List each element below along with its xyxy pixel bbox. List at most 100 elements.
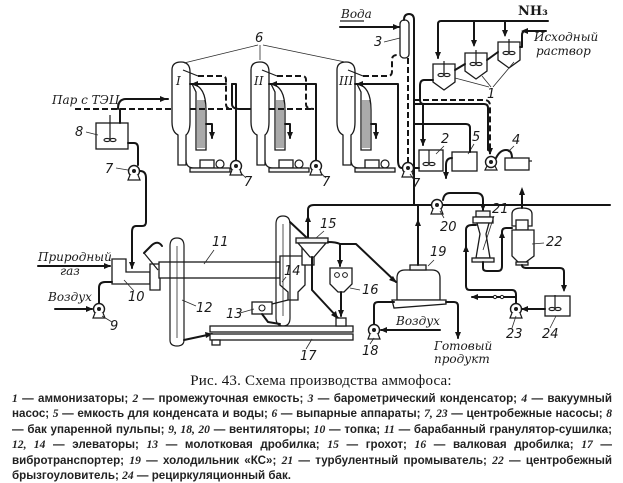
legend-item: 12, 14 — элеваторы; [12, 438, 147, 451]
intermediate-tank-2: 2 [413, 103, 449, 172]
legend-item: 24 — рециркуляционный бак. [122, 469, 291, 482]
legend-item-number: 12, 14 [12, 438, 46, 452]
legend-item-number: 8 [606, 407, 612, 421]
legend-item-text: — грохот; [338, 438, 415, 452]
furnace-10: Природный газ 10 [37, 250, 151, 305]
callout-5: 5 [472, 130, 480, 145]
legend-item-number: 1 [12, 392, 18, 405]
process-flow-diagram: Пар с ТЭЦ 8 7 I [37, 4, 611, 366]
legend-item: 7, 23 — центробежные насосы; [424, 407, 606, 420]
callout-22: 22 [546, 235, 563, 250]
callout-13: 13 [226, 307, 243, 322]
legend-item-text: — аммонизаторы; [17, 392, 133, 405]
callout-21: 21 [492, 202, 509, 217]
legend-item-number: 4 [521, 392, 528, 405]
callout-7-stage-II: 7 [322, 175, 331, 190]
legend-item: 1 — аммонизаторы; [12, 392, 133, 405]
legend-item: 5 — емкость для конденсата и воды; [53, 407, 272, 420]
legend-item: 9, 18, 20 — вентиляторы; [168, 423, 313, 436]
legend-item-number: 5 [52, 407, 59, 421]
legend-item-number: 6 [271, 407, 278, 421]
legend-item-number: 21 [281, 453, 294, 467]
elevator-14: 14 [275, 215, 307, 327]
stage-label-II: II [253, 74, 264, 88]
fan-9: Воздух 9 [47, 281, 118, 334]
legend-item: 13 — молотковая дробилка; [147, 438, 328, 451]
legend-item-text: — выпарные аппараты; [277, 407, 425, 421]
callout-23: 23 [506, 327, 523, 342]
legend-item-number: 16 [414, 438, 427, 452]
callout-19: 19 [430, 245, 447, 260]
legend-item-text: — молотковая дробилка; [158, 438, 328, 452]
feed-solution-label-line1: Исходный [533, 30, 598, 44]
legend-item-text: — вибротранспортер; [12, 438, 613, 467]
legend-item-number: 11 [383, 422, 395, 436]
fan-18: Воздух 18 [362, 301, 441, 359]
water-label: Вода [340, 7, 372, 21]
natural-gas-label-line2: газ [60, 264, 80, 278]
figure-caption: Рис. 43. Схема производства аммофоса: 1 … [12, 372, 612, 483]
callout-14: 14 [284, 264, 301, 279]
legend-item: 15 — грохот; [327, 438, 414, 451]
callout-6-evaporators: 6 [183, 31, 346, 64]
legend-item-text: — емкость для конденсата и воды; [58, 407, 272, 421]
air-label-left: Воздух [47, 290, 92, 304]
callout-11: 11 [212, 235, 229, 250]
callout-15: 15 [320, 217, 337, 232]
callout-10: 10 [128, 290, 145, 305]
evaporator-I: I [171, 61, 233, 173]
stage-label-III: III [338, 74, 353, 88]
steam-label: Пар с ТЭЦ [51, 93, 120, 107]
legend-item: 16 — валковая дробилка; [415, 438, 582, 451]
tank-8-evaporated-pulp: 8 [75, 108, 139, 166]
evaporator-II: II [250, 61, 315, 173]
feed-solution-label-line2: раствор [536, 44, 591, 58]
legend-item-number: 17 [581, 438, 593, 452]
screen-15: 15 [295, 217, 397, 319]
legend-item-text: — промежуточная емкость; [138, 392, 308, 405]
roll-crusher-16: 16 [329, 243, 379, 317]
pump-7-stage-III: 7 [397, 159, 421, 192]
callout-24: 24 [542, 327, 559, 342]
callout-4: 4 [512, 133, 520, 148]
pump-7-stage-II: 7 [309, 83, 331, 190]
legend-item-number: 7, 23 [424, 407, 448, 421]
callout-17: 17 [300, 349, 317, 364]
recirculation-tank-24: 24 [521, 294, 571, 342]
callout-18: 18 [362, 344, 379, 359]
callout-12: 12 [196, 301, 213, 316]
callout-7-left: 7 [105, 162, 114, 177]
legend-item-text: — топка; [325, 422, 384, 436]
callout-1: 1 [487, 87, 495, 102]
callout-8: 8 [75, 125, 83, 140]
callout-7-stage-I: 7 [244, 175, 253, 190]
legend-item: 8 — бак упаренной пульпы; [12, 407, 612, 435]
turbulent-scrubber-21: 21 [471, 202, 513, 272]
ammonia-label: NH₃ [518, 4, 548, 19]
hammer-crusher-13: 13 [226, 299, 289, 325]
callout-2: 2 [441, 132, 449, 147]
fan-20: 20 [430, 192, 486, 235]
legend-item: 21 — турбулентный промыватель; [282, 454, 493, 467]
legend-item-text: — вакуумный насос; [12, 392, 612, 421]
stage-label-I: I [175, 74, 181, 88]
legend-item-text: — рециркуляционный бак. [133, 469, 292, 483]
legend-item: 11 — барабанный гранулятор-сушилка; [384, 423, 612, 436]
callout-3: 3 [374, 35, 382, 50]
legend-item: 6 — выпарные аппараты; [271, 407, 424, 420]
air-label-right: Воздух [395, 314, 440, 328]
legend-item-number: 10 [313, 422, 326, 436]
centrifugal-separator-22: 22 [511, 187, 567, 292]
granulator-dryer-11: 11 [143, 204, 611, 301]
elevator-12: 12 [169, 237, 213, 347]
figure-legend: 1 — аммонизаторы; 2 — промежуточная емко… [12, 391, 612, 483]
callout-9: 9 [110, 319, 118, 334]
legend-item-number: 22 [492, 453, 504, 467]
callout-20: 20 [440, 220, 457, 235]
legend-item-number: 13 [146, 438, 159, 452]
callout-6: 6 [255, 31, 263, 46]
figure-title: Рис. 43. Схема производства аммофоса: [190, 373, 452, 389]
product-label-line1: Готовый [433, 339, 492, 353]
fluidized-bed-cooler-19: 19 Готовый продукт [391, 204, 492, 366]
legend-item-number: 24 [122, 469, 134, 483]
